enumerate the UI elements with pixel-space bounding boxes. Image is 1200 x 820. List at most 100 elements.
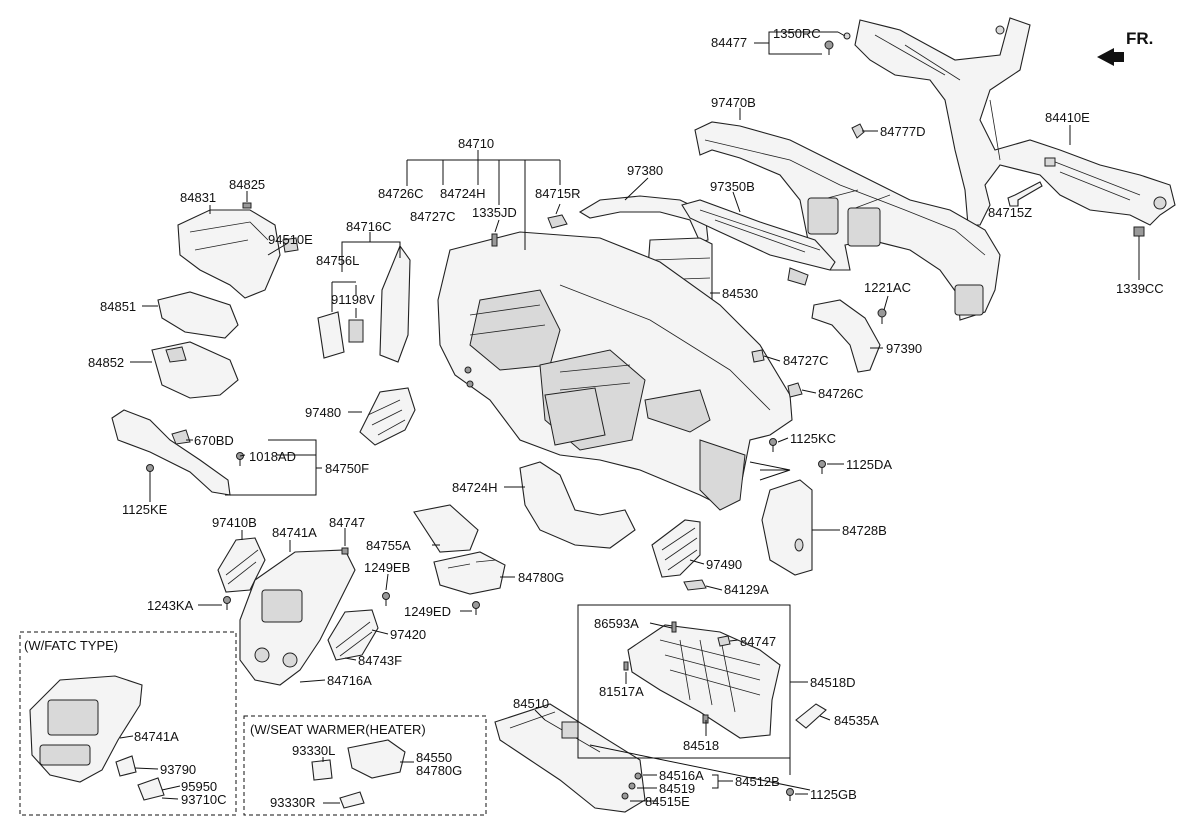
- callout-84741A: 84741A: [272, 525, 317, 540]
- callout-1249EB: 1249EB: [364, 560, 410, 575]
- seat-warmer-switch-left-part: [311, 759, 333, 781]
- callout-93330R: 93330R: [270, 795, 316, 810]
- clip-part: [851, 123, 865, 139]
- shroud-switch: [165, 346, 187, 363]
- callout-84550: 84550: [416, 750, 452, 765]
- panel-piece-part: [317, 311, 345, 359]
- glove-box-housing-part: [627, 624, 781, 739]
- callout-84724H-top: 84724H: [440, 186, 486, 201]
- callout-94510E: 94510E: [268, 232, 313, 247]
- callout-84743F: 84743F: [358, 653, 402, 668]
- callout-84755A: 84755A: [366, 538, 411, 553]
- bracket-part: [1007, 181, 1043, 207]
- left-air-vent-part: [217, 537, 266, 593]
- callout-84510: 84510: [513, 696, 549, 711]
- clip-part: [242, 202, 252, 209]
- callout-84756L: 84756L: [316, 253, 359, 268]
- callout-84851: 84851: [100, 299, 136, 314]
- callout-81517A: 81517A: [599, 684, 644, 699]
- callout-84724H-mid: 84724H: [452, 480, 498, 495]
- callout-84477: 84477: [711, 35, 747, 50]
- part-labels: 84477 1350RC 97470B 84777D 84410E 84710 …: [88, 26, 1164, 809]
- switch-part: [282, 237, 299, 253]
- callout-1125KE: 1125KE: [122, 502, 168, 517]
- callout-97480: 97480: [305, 405, 341, 420]
- switch-panel-part: [433, 551, 506, 595]
- front-direction-indicator: FR.: [1097, 29, 1153, 66]
- callout-84727C-top: 84727C: [410, 209, 456, 224]
- callout-97490: 97490: [706, 557, 742, 572]
- callout-84831: 84831: [180, 190, 216, 205]
- lower-panel-part: [519, 461, 636, 549]
- vent-slats: [225, 549, 259, 585]
- fatc-type-labels: (W/FATC TYPE) 84741A 93790 95950 93710C: [24, 638, 227, 807]
- callout-84518: 84518: [683, 738, 719, 753]
- callout-1335JD: 1335JD: [472, 205, 517, 220]
- nut-part: [1133, 226, 1145, 237]
- clip-part: [751, 349, 765, 363]
- label-tag-part: [683, 579, 707, 591]
- center-fascia-part: [239, 549, 356, 686]
- callout-84777D: 84777D: [880, 124, 926, 139]
- callout-93710C: 93710C: [181, 792, 227, 807]
- fatc-center-fascia-part: [29, 675, 143, 783]
- tray-part: [413, 504, 479, 553]
- screw-part: [621, 772, 794, 801]
- callout-84410E: 84410E: [1045, 110, 1090, 125]
- main-crash-pad-part: [437, 231, 793, 511]
- screw-part: [223, 592, 480, 615]
- callout-84518D: 84518D: [810, 675, 856, 690]
- seat-warmer-box: [243, 715, 487, 816]
- vent-slats: [661, 527, 698, 571]
- callout-93330L: 93330L: [292, 743, 335, 758]
- clip-part: [341, 547, 349, 555]
- defroster-nozzle-part: [681, 199, 836, 286]
- callout-1125KC: 1125KC: [790, 431, 836, 446]
- callout-84515E: 84515E: [645, 794, 690, 809]
- callout-84726C-mid: 84726C: [818, 386, 864, 401]
- side-cover-part: [761, 479, 813, 576]
- callout-95950: 95950: [181, 779, 217, 794]
- panel-switches: [447, 559, 497, 569]
- clip-part: [671, 621, 677, 633]
- clip-part: [547, 214, 568, 229]
- side-air-vent-part: [651, 519, 701, 578]
- callout-84728B: 84728B: [842, 523, 887, 538]
- callout-84535A: 84535A: [834, 713, 879, 728]
- clip-part: [787, 382, 803, 398]
- callout-84825: 84825: [229, 177, 265, 192]
- callout-97470B: 97470B: [711, 95, 756, 110]
- leader-lines: [130, 31, 1140, 802]
- callout-84741A-fatc: 84741A: [134, 729, 179, 744]
- cluster-fascia-part: [177, 209, 281, 299]
- callout-97410B: 97410B: [212, 515, 257, 530]
- damper-part: [795, 703, 827, 729]
- cowl-cross-bar-part: [854, 17, 1176, 226]
- callout-84129A: 84129A: [724, 582, 769, 597]
- callout-84512B: 84512B: [735, 774, 780, 789]
- fatc-type-box: [19, 631, 237, 816]
- callout-97390: 97390: [886, 341, 922, 356]
- lower-side-panel-part: [111, 409, 231, 496]
- callout-1339CC: 1339CC: [1116, 281, 1164, 296]
- column-shroud-part: [151, 341, 239, 399]
- seat-warmer-switch-right-part: [339, 791, 365, 809]
- callout-97420: 97420: [390, 627, 426, 642]
- glove-box-part: [494, 703, 646, 813]
- callout-1249ED: 1249ED: [404, 604, 451, 619]
- callout-1221AC: 1221AC: [864, 280, 911, 295]
- callout-1125GB: 1125GB: [810, 787, 857, 802]
- lower-cover-part: [157, 291, 239, 339]
- callout-1243KA: 1243KA: [147, 598, 194, 613]
- front-arrow-icon: [1097, 48, 1124, 66]
- screw-part: [146, 452, 244, 478]
- callout-84716C: 84716C: [346, 219, 392, 234]
- seat-warmer-panel-part: [347, 739, 406, 779]
- callout-84715Z: 84715Z: [988, 205, 1032, 220]
- callout-84710: 84710: [458, 136, 494, 151]
- callout-86593A: 86593A: [594, 616, 639, 631]
- callout-1125DA: 1125DA: [846, 457, 892, 472]
- callout-84715R: 84715R: [535, 186, 581, 201]
- sensor-part: [115, 755, 137, 777]
- callout-84716A: 84716A: [327, 673, 372, 688]
